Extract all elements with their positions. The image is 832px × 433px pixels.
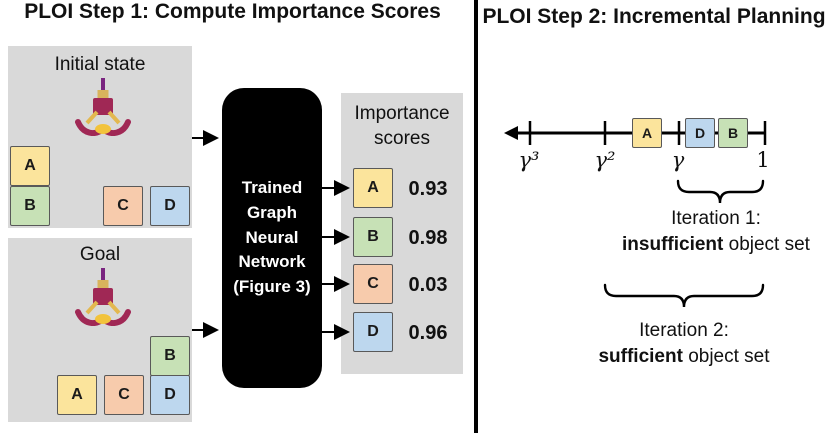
importance-block-a: A — [353, 168, 393, 208]
iteration-2-title: Iteration 2: — [639, 320, 729, 341]
iteration-2-emphasis: sufficient — [598, 346, 683, 367]
initial-block-a: A — [10, 146, 50, 186]
numberline-block-d: D — [685, 118, 715, 148]
goal-box: Goal B A C D — [8, 238, 192, 422]
iteration-2-detail: sufficient object set — [584, 344, 784, 370]
importance-score-c: 0.03 — [408, 274, 448, 296]
tick-label-gamma3: γ³ — [518, 148, 540, 172]
initial-block-c: C — [103, 186, 143, 226]
goal-block-d: D — [150, 375, 190, 415]
brace-iteration-2 — [603, 283, 765, 308]
importance-score-d: 0.96 — [408, 322, 448, 344]
step2-title: PLOI Step 2: Incremental Planning — [482, 5, 826, 28]
iteration-1-emphasis: insufficient — [622, 234, 724, 255]
step1-title: PLOI Step 1: Compute Importance Scores — [24, 0, 441, 23]
iteration-2-rest: object set — [682, 346, 770, 367]
iteration-1-title: Iteration 1: — [671, 208, 761, 229]
importance-score-b: 0.98 — [408, 227, 448, 249]
initial-state-box: Initial state A B C D — [8, 46, 192, 228]
initial-state-label: Initial state — [54, 54, 146, 75]
gnn-label: Trained Graph Neural Network (Figure 3) — [233, 178, 311, 296]
tick-label-gamma2: γ² — [594, 148, 616, 172]
numberline-block-a: A — [632, 118, 662, 148]
goal-label: Goal — [79, 244, 121, 265]
importance-block-c: C — [353, 264, 393, 304]
goal-block-b: B — [150, 336, 190, 376]
brace-iteration-1 — [676, 179, 765, 204]
iteration-1-caption: Iteration 1: insufficient object set — [616, 206, 816, 258]
number-line-left-arrowhead — [504, 126, 518, 140]
numberline-block-b: B — [718, 118, 748, 148]
tick-label-gamma: γ — [671, 148, 685, 172]
iteration-1-rest: object set — [723, 234, 810, 255]
initial-block-d: D — [150, 186, 190, 226]
robot-gripper-icon — [75, 78, 131, 136]
goal-block-c: C — [104, 375, 144, 415]
tick-label-one: 1 — [756, 148, 770, 172]
robot-gripper-icon — [75, 268, 131, 326]
importance-title: Importance scores — [354, 103, 450, 149]
goal-block-a: A — [57, 375, 97, 415]
iteration-2-caption: Iteration 2: sufficient object set — [584, 318, 784, 370]
importance-block-d: D — [353, 312, 393, 352]
importance-box: Importance scores A 0.93 B 0.98 C 0.03 D… — [341, 93, 463, 374]
gnn-box: Trained Graph Neural Network (Figure 3) — [222, 88, 322, 388]
iteration-1-detail: insufficient object set — [616, 232, 816, 258]
initial-block-b: B — [10, 186, 50, 226]
importance-score-a: 0.93 — [408, 178, 448, 200]
importance-block-b: B — [353, 217, 393, 257]
panel-divider — [474, 0, 478, 433]
